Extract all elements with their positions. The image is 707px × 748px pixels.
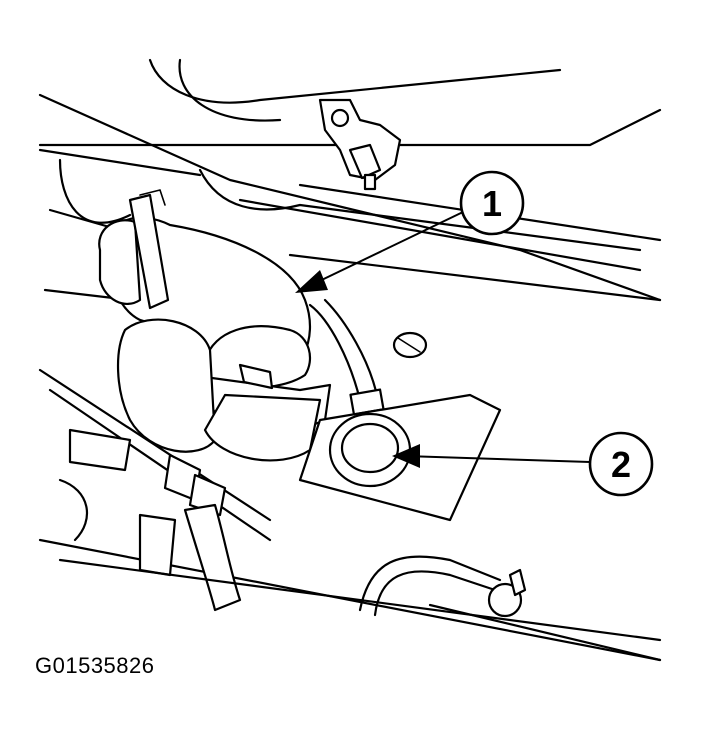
vacuum-hose-and-port [298, 298, 502, 522]
callout-2: 2 [392, 431, 654, 497]
figure-id-label: G01535826 [35, 653, 155, 678]
callout-1-number: 1 [482, 183, 502, 224]
callout-2-number: 2 [611, 444, 631, 485]
intake-hose-elbow [98, 189, 332, 462]
right-hose-connector [392, 331, 428, 359]
lower-left-bracket [38, 368, 662, 662]
top-sensor-bracket [318, 98, 402, 191]
callout-1: 1 [295, 170, 525, 293]
background-engine-contours [38, 58, 662, 302]
lower-right-fitting [58, 555, 662, 662]
